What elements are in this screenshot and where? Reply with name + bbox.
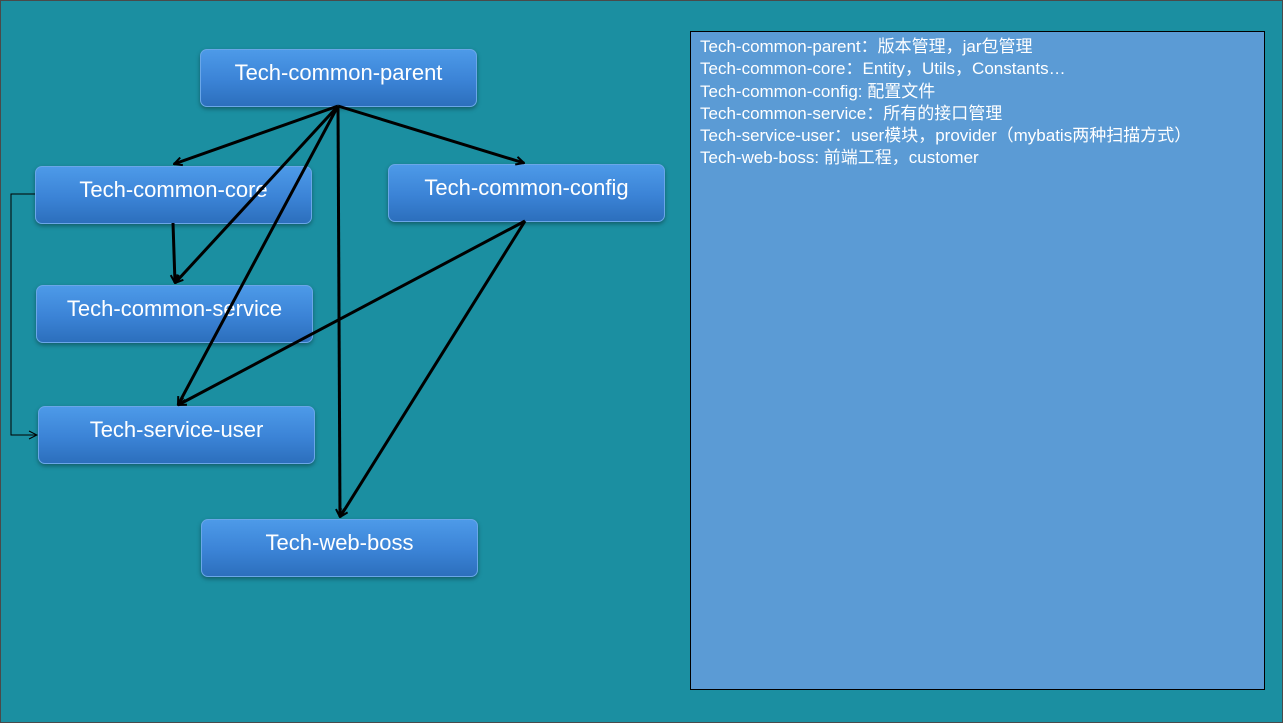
edge-parent-core	[174, 104, 339, 164]
edge-config-boss	[338, 220, 527, 517]
notes-textbox[interactable]: Tech-common-parent：版本管理，jar包管理 Tech-comm…	[690, 31, 1265, 690]
note-line-config: Tech-common-config: 配置文件	[700, 81, 936, 101]
edge-core-user	[10, 193, 37, 435]
note-line-core: Tech-common-core：Entity，Utils，Constants…	[700, 59, 1066, 79]
note-line-boss: Tech-web-boss: 前端工程，customer	[700, 148, 979, 168]
edge-parent-boss	[338, 105, 340, 517]
node-tech-service-user[interactable]: Tech-service-user	[38, 406, 315, 464]
node-tech-common-parent[interactable]: Tech-common-parent	[200, 49, 477, 107]
edge-parent-user	[176, 105, 340, 405]
note-line-user: Tech-service-user：user模块，provider（mybati…	[700, 126, 1192, 146]
edge-parent-config	[337, 104, 524, 163]
node-tech-common-core[interactable]: Tech-common-core	[35, 166, 312, 224]
note-line-service: Tech-common-service：所有的接口管理	[700, 103, 1003, 123]
node-tech-common-service[interactable]: Tech-common-service	[36, 285, 313, 343]
node-tech-web-boss[interactable]: Tech-web-boss	[201, 519, 478, 577]
edge-core-service	[173, 222, 175, 283]
node-tech-common-config[interactable]: Tech-common-config	[388, 164, 665, 222]
note-line-parent: Tech-common-parent：版本管理，jar包管理	[700, 37, 1033, 56]
